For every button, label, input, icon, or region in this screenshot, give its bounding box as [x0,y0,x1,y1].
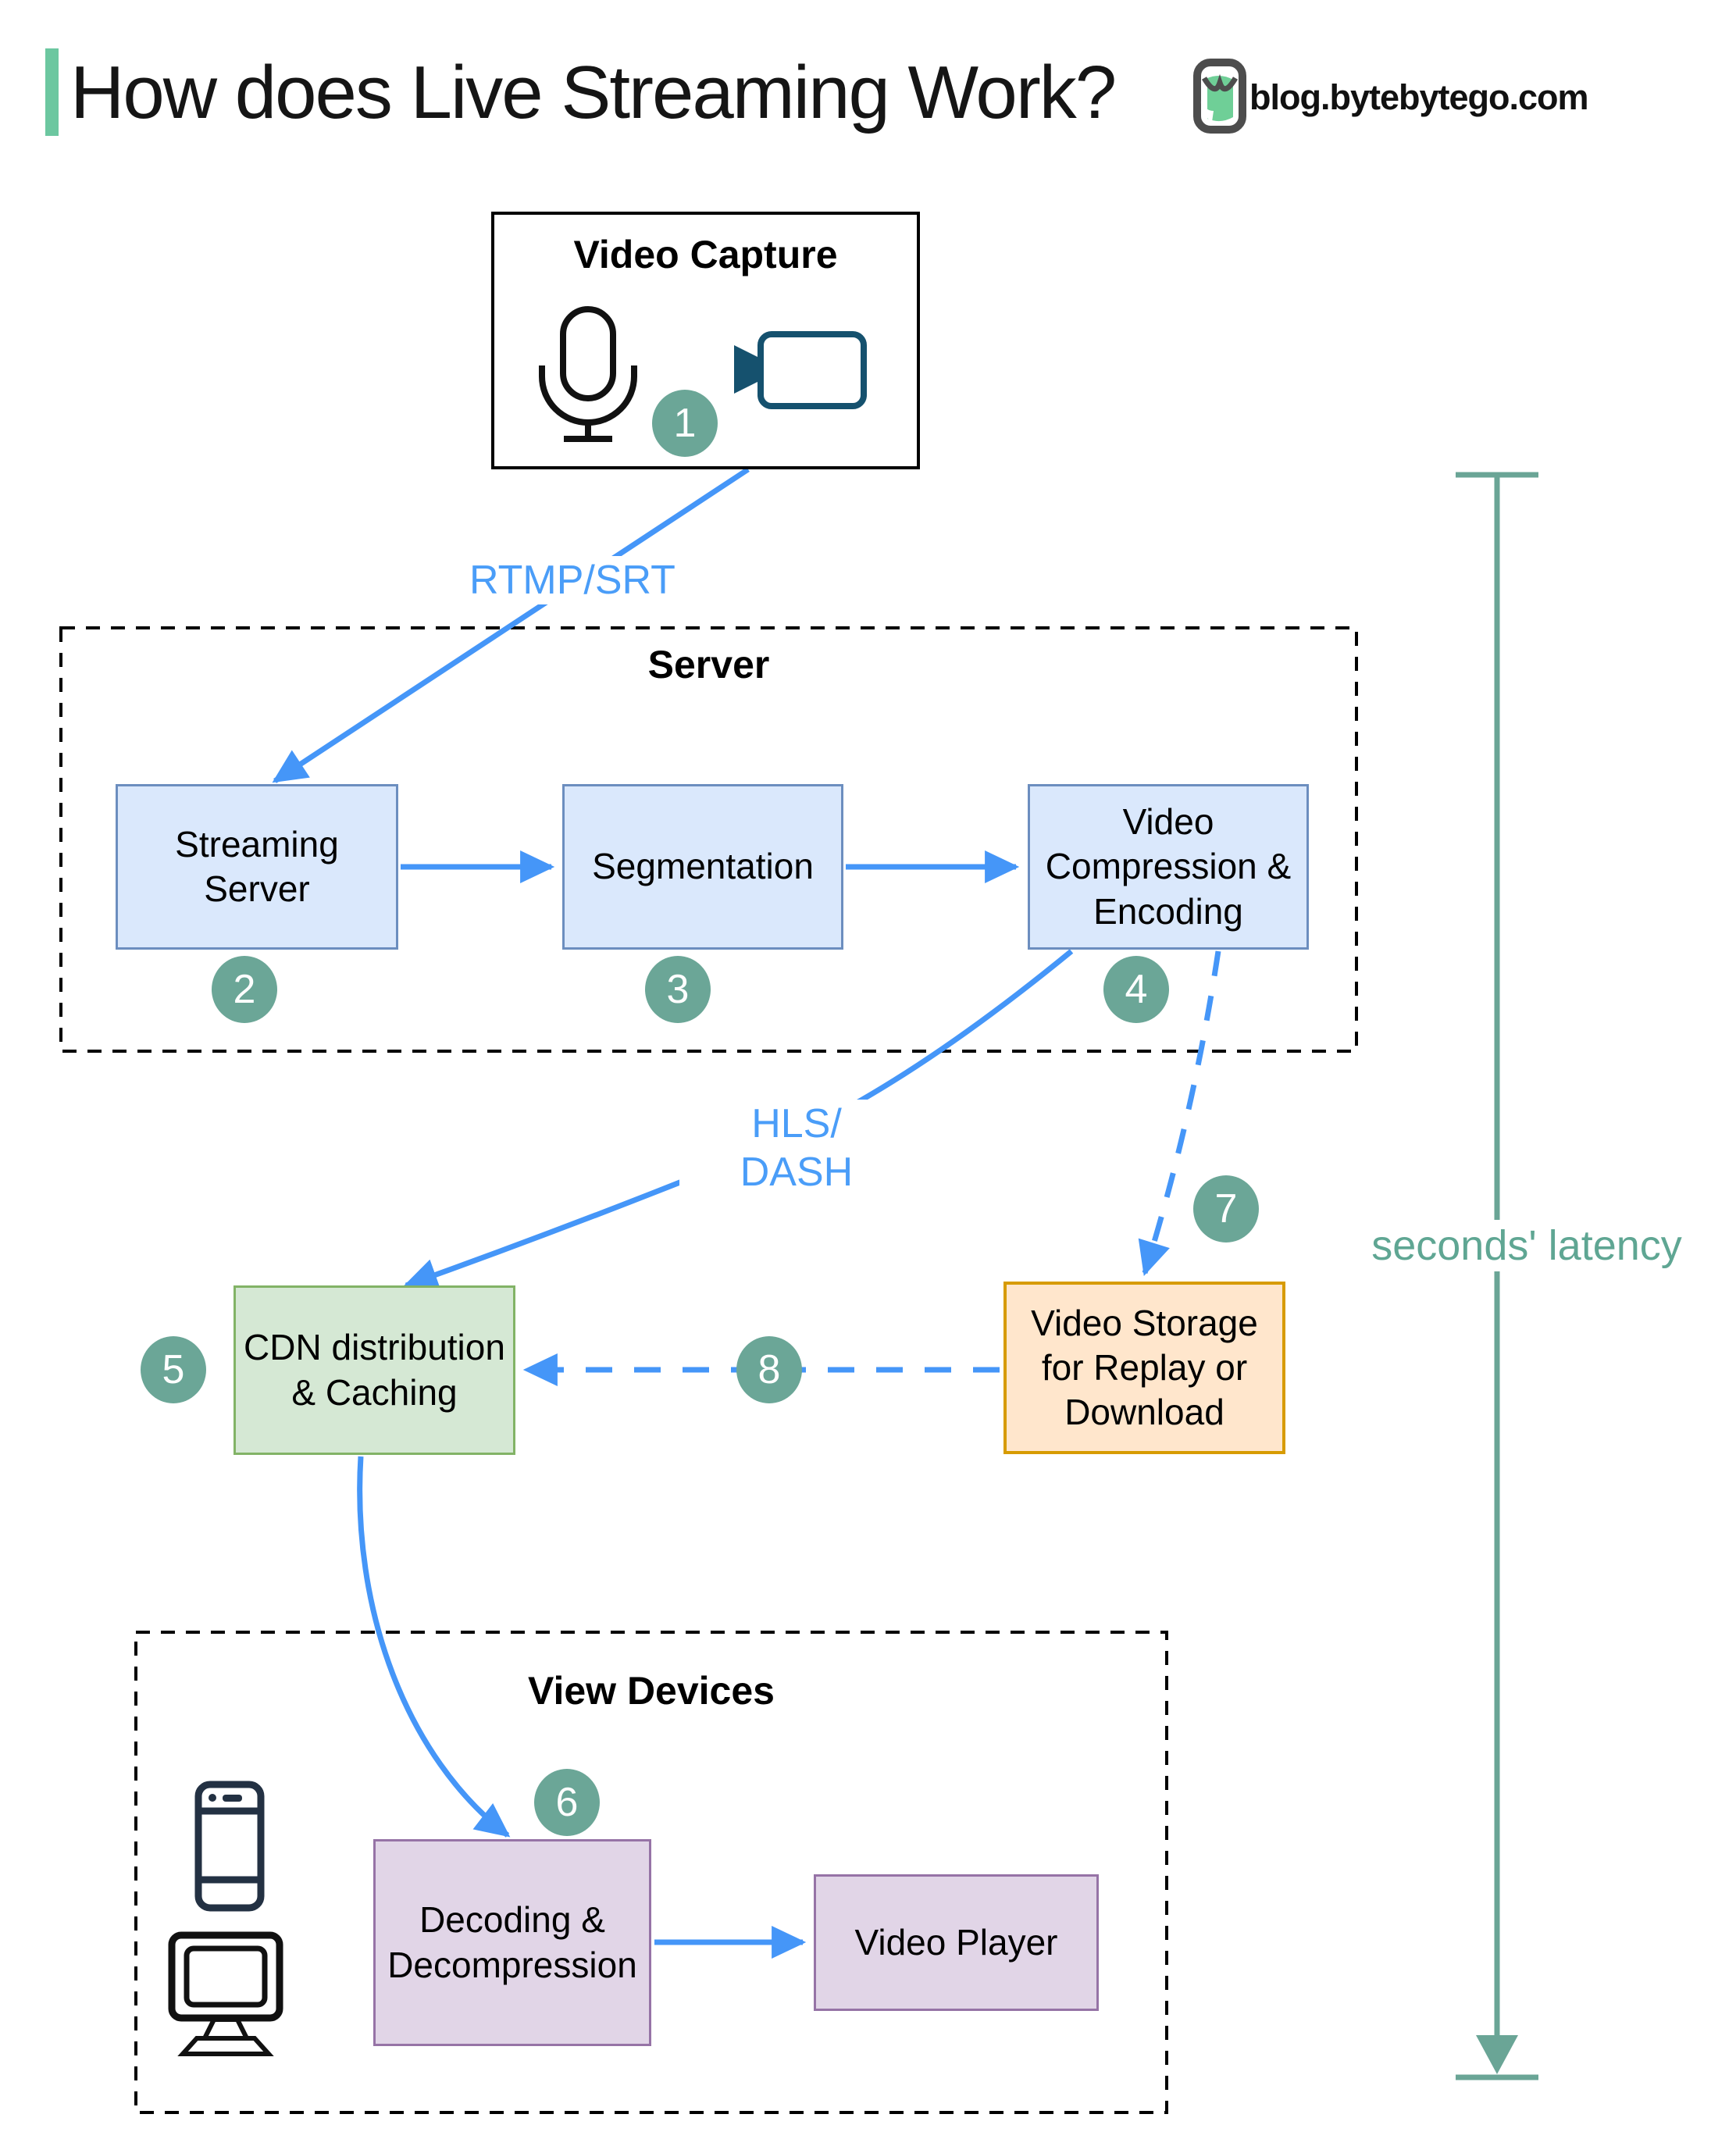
node-video-capture: Video Capture [491,212,920,469]
step-badge-7: 7 [1193,1175,1259,1242]
page-title: How does Live Streaming Work? [70,51,1117,134]
node-video-player: Video Player [814,1874,1099,2011]
arrow-compression-to-storage [1138,950,1221,1277]
view-devices-group-label: View Devices [528,1669,775,1713]
step-badge-8: 8 [736,1336,802,1403]
step-badge-6: 6 [534,1769,600,1836]
node-streaming-server: Streaming Server [116,784,398,950]
latency-annotation: seconds' latency [1359,1220,1695,1271]
node-segmentation-label: Segmentation [592,846,814,887]
node-decoding-label: Decoding & Decompression [387,1899,637,1985]
step-badge-4: 4 [1103,956,1169,1023]
arrow-capture-to-streaming-server [272,467,750,783]
node-cdn: CDN distribution & Caching [233,1285,515,1455]
node-video-storage-label: Video Storage for Replay or Download [1031,1302,1258,1433]
node-segmentation: Segmentation [562,784,843,950]
node-video-compression: Video Compression & Encoding [1028,784,1309,950]
title-accent-bar [45,48,59,136]
node-video-capture-label: Video Capture [573,233,838,276]
server-group-label: Server [647,643,770,686]
bytebytego-logo-icon [1193,59,1246,134]
microphone-icon [539,306,637,442]
edge-label-rtmp-srt: RTMP/SRT [455,556,690,604]
step-badge-2: 2 [212,956,277,1023]
node-video-player-label: Video Player [854,1921,1058,1963]
latency-arrowhead-icon [1476,2035,1518,2074]
edge-label-hls-dash: HLS/ DASH [679,1100,914,1196]
edge-label-hls: HLS/ [751,1101,842,1146]
view-devices-group-outline [134,1631,1168,2114]
step-badge-5: 5 [141,1336,206,1403]
node-decoding: Decoding & Decompression [373,1839,651,2046]
arrow-cdn-to-decoding [357,1456,511,1838]
node-cdn-label: CDN distribution & Caching [244,1327,505,1413]
edge-label-dash: DASH [740,1150,854,1195]
step-badge-3: 3 [645,956,711,1023]
video-camera-icon [734,331,867,409]
node-video-compression-label: Video Compression & Encoding [1045,801,1292,932]
smartphone-icon [194,1781,265,1912]
site-link[interactable]: blog.bytebytego.com [1249,77,1589,117]
step-badge-1: 1 [652,390,718,457]
server-group-outline [59,626,1358,1053]
latency-span-line [1456,472,1538,2080]
node-streaming-server-label: Streaming Server [175,823,339,909]
monitor-icon [168,1931,283,2056]
node-video-storage: Video Storage for Replay or Download [1003,1282,1285,1454]
